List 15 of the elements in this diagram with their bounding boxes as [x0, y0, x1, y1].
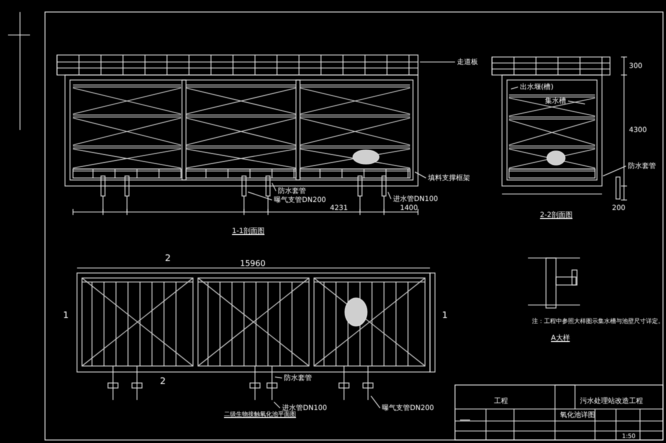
leader-line	[272, 182, 276, 192]
section-mark: 2	[165, 254, 171, 264]
dimension-text: 15960	[240, 259, 266, 268]
leader-line	[388, 192, 392, 200]
leader-line	[248, 192, 272, 200]
section-mark: 2	[160, 377, 166, 387]
leader-line	[274, 402, 280, 408]
leader-line	[274, 376, 282, 378]
leader-line	[602, 166, 626, 176]
leader-line	[568, 100, 586, 104]
leader-line	[510, 86, 518, 90]
leader-line	[414, 172, 426, 178]
section-mark: 1	[63, 311, 69, 321]
leader-line	[370, 396, 380, 408]
section-mark: 1	[442, 311, 448, 321]
